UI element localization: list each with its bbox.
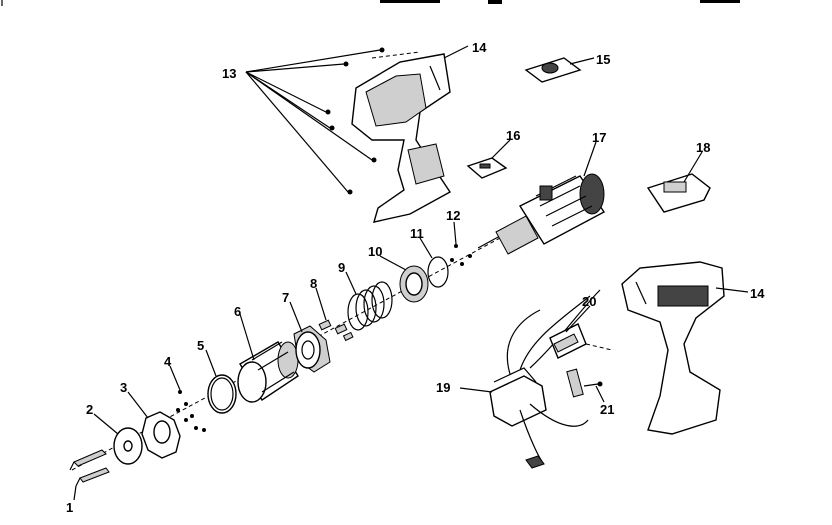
part-6-collar (237, 341, 299, 403)
callout-1: 1 (66, 500, 73, 515)
callout-13: 13 (222, 66, 236, 81)
part-8-pins (318, 319, 354, 342)
callout-2: 2 (86, 402, 93, 417)
callout-12: 12 (446, 208, 460, 223)
part-4-balls (176, 390, 206, 432)
part-14-right-housing (621, 261, 725, 435)
callout-8: 8 (310, 276, 317, 291)
part-14-left-housing (351, 53, 452, 223)
leader-lines (73, 45, 749, 501)
callout-21: 21 (600, 402, 614, 417)
part-17-motor (477, 173, 606, 255)
part-18-bracket (646, 173, 711, 213)
callout-11: 11 (410, 226, 424, 241)
part-12-small-parts (450, 244, 472, 266)
callout-16: 16 (506, 128, 520, 143)
part-11-ring (427, 256, 449, 288)
callout-10: 10 (368, 244, 382, 259)
callout-5: 5 (197, 338, 204, 353)
assembly-axis-lines (71, 51, 501, 471)
part-1-screws (69, 449, 110, 487)
callout-14-lower: 14 (750, 286, 765, 301)
callout-9: 9 (338, 260, 345, 275)
part-2-washer (113, 427, 143, 465)
callout-19: 19 (436, 380, 450, 395)
part-20-bracket (549, 323, 613, 359)
callout-15: 15 (596, 52, 610, 67)
callout-3: 3 (120, 380, 127, 395)
callouts: 1 2 3 4 5 6 7 8 9 10 11 12 13 14 15 16 1… (66, 40, 765, 515)
callout-7: 7 (282, 290, 289, 305)
part-7-ring-gear (293, 325, 331, 373)
part-10-ring (399, 265, 429, 303)
part-9-spring (347, 281, 393, 331)
part-19-switch (489, 289, 601, 469)
callout-14-upper: 14 (472, 40, 487, 55)
top-edge-artifacts (1, 0, 740, 6)
part-15-plate (524, 57, 582, 83)
callout-20: 20 (582, 294, 596, 309)
callout-4: 4 (164, 354, 172, 369)
part-3-plate (141, 411, 181, 459)
part-21-screw (583, 381, 603, 387)
part-5-ring (207, 374, 237, 414)
part-13-screws (245, 47, 385, 195)
callout-18: 18 (696, 140, 710, 155)
callout-17: 17 (592, 130, 606, 145)
part-16-switch-part (466, 157, 508, 179)
callout-6: 6 (234, 304, 241, 319)
